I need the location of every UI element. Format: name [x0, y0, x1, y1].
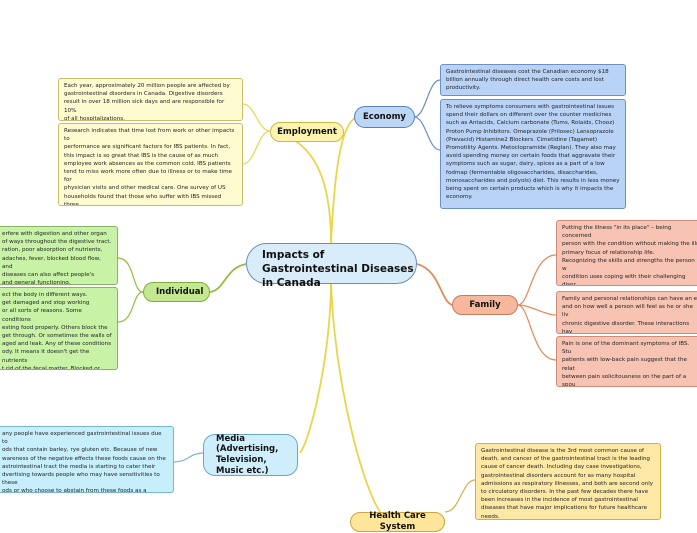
branch-family[interactable]: Family: [452, 295, 518, 315]
branch-media[interactable]: Media (Advertising, Television, Music et…: [203, 434, 298, 476]
note-connector-employment-2: [242, 130, 271, 165]
note-employment-ibs-work: Research indicates that time lost from w…: [58, 123, 243, 206]
note-connector-economy-2: [413, 116, 441, 151]
branch-employment-label: Employment: [277, 126, 337, 137]
mind-map-connectors: [117, 79, 557, 513]
branch-health-care-system-label: Health Care System: [369, 511, 426, 532]
note-connector-family-1: [517, 254, 557, 306]
note-connector-health-1: [444, 479, 476, 513]
note-health-care-gi-disease: Gastrointestinal disease is the 3rd most…: [475, 443, 661, 520]
connector-individual: [209, 263, 247, 293]
branch-health-care-system[interactable]: Health Care System: [350, 511, 445, 532]
note-individual-body: ect the body in different ways. get dama…: [0, 287, 118, 370]
note-connector-family-3: [517, 304, 557, 361]
connector-family: [416, 263, 453, 306]
central-topic[interactable]: Impacts of Gastrointestinal Diseases in …: [246, 243, 417, 289]
note-economy-otc-medicines: To relieve symptoms consumers with gastr…: [440, 99, 626, 209]
branch-individual[interactable]: Individual: [143, 282, 210, 302]
note-media-gluten: any people have experienced gastrointest…: [0, 426, 174, 493]
note-connector-economy-1: [413, 79, 441, 118]
note-employment-sick-days: Each year, approximately 20 million peop…: [58, 78, 243, 121]
connector-media: [299, 283, 332, 454]
connector-health: [330, 283, 381, 513]
note-connector-individual-2: [117, 291, 144, 323]
connector-economy: [330, 116, 359, 244]
branch-economy-label: Economy: [363, 111, 406, 122]
branch-employment[interactable]: Employment: [270, 122, 344, 142]
note-family-illness-in-place: Putting the illness "in its place" – bei…: [556, 220, 697, 286]
note-connector-family-2: [517, 304, 557, 316]
central-topic-label: Impacts of Gastrointestinal Diseases in …: [262, 249, 414, 290]
connector-employment: [269, 130, 332, 244]
branch-media-label: Media (Advertising, Television, Music et…: [216, 433, 279, 476]
branch-individual-label: Individual: [156, 286, 204, 297]
note-connector-employment-1: [242, 103, 271, 132]
note-economy-cost: Gastrointestinal diseases cost the Canad…: [440, 64, 626, 96]
note-family-pain: Pain is one of the dominant symptoms of …: [556, 336, 697, 387]
note-individual-digestion: erfere with digestion and other organ of…: [0, 226, 118, 285]
branch-family-label: Family: [469, 299, 501, 310]
note-connector-media-1: [173, 452, 204, 463]
branch-economy[interactable]: Economy: [354, 106, 415, 128]
note-connector-individual-1: [117, 257, 144, 293]
note-family-relationships: Family and personal relationships can ha…: [556, 291, 697, 334]
